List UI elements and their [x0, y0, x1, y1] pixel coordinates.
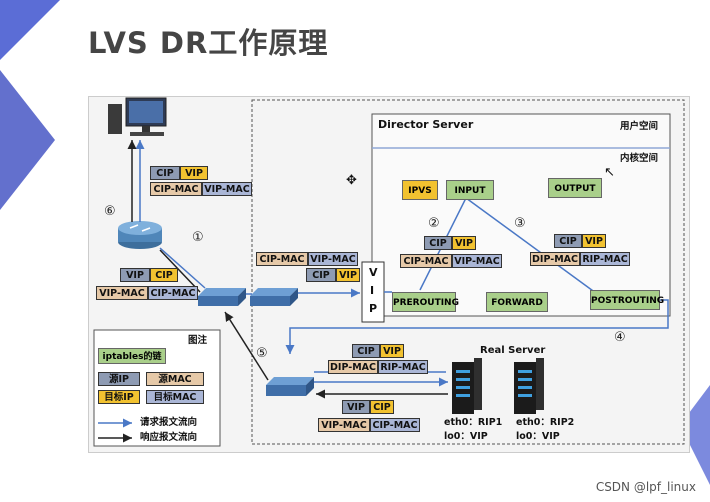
pkt-src-mac: DIP-MAC — [328, 360, 378, 374]
vip-letter-i: I — [370, 284, 375, 297]
page-title: LVS DR工作原理 — [88, 26, 329, 60]
watermark: CSDN @lpf_linux — [595, 480, 696, 494]
vip-letter-v: V — [369, 266, 378, 279]
pkt-dst-ip: VIP — [180, 166, 208, 180]
pkt-src-mac: VIP-MAC — [96, 286, 148, 300]
director-server-box — [371, 113, 671, 317]
legend-chain: iptables的链 — [98, 348, 166, 364]
step-1: ① — [192, 230, 204, 245]
router-icon — [118, 221, 162, 249]
pkt-src-mac: CIP-MAC — [400, 254, 452, 268]
rs2-lo0: lo0：VIP — [516, 431, 560, 442]
client-computer-icon — [108, 97, 167, 136]
pkt-dst-mac: CIP-MAC — [148, 286, 198, 300]
decor-corner-top-left — [0, 0, 60, 60]
real-server-2-icon — [514, 358, 544, 414]
legend-src-mac: 源MAC — [146, 372, 204, 386]
legend-dst-mac: 目标MAC — [146, 390, 204, 404]
lan-boundary — [251, 99, 685, 445]
pkt-dst-ip: VIP — [582, 234, 606, 248]
move-cursor-icon: ✥ — [346, 173, 357, 188]
pkt-dst-mac: VIP-MAC — [452, 254, 502, 268]
step-2: ② — [428, 216, 440, 231]
decor-corner-left — [0, 70, 55, 210]
pkt-src-mac: CIP-MAC — [256, 252, 308, 266]
director-server-label: Director Server — [378, 118, 474, 131]
pkt-dst-ip: VIP — [452, 236, 476, 250]
pkt-dst-mac: RIP-MAC — [378, 360, 428, 374]
pkt-dst-ip: VIP — [380, 344, 404, 358]
pkt-src-ip: VIP — [120, 268, 150, 282]
pkt-dst-mac: VIP-MAC — [308, 252, 358, 266]
chain-prerouting: PREROUTING — [392, 292, 459, 312]
pkt-src-ip: CIP — [150, 166, 180, 180]
chain-ipvs: IPVS — [402, 180, 438, 200]
router-to-switch-line — [159, 247, 206, 289]
legend-request: 请求报文流向 — [140, 417, 198, 428]
rs1-eth0: eth0：RIP1 — [444, 417, 503, 428]
chain-postrouting: POSTROUTING — [590, 290, 664, 310]
pkt-dst-ip: CIP — [370, 400, 394, 414]
pkt-src-ip: CIP — [424, 236, 452, 250]
pkt-src-ip: VIP — [342, 400, 370, 414]
legend-title: 图注 — [188, 335, 208, 346]
legend-response: 响应报文流向 — [140, 432, 198, 443]
user-space-label: 用户空间 — [620, 121, 659, 132]
switch-icon-left — [198, 288, 246, 306]
real-server-1-icon — [452, 358, 482, 414]
kernel-space-label: 内核空间 — [620, 153, 659, 164]
chain-output: OUTPUT — [548, 178, 602, 198]
step-4: ④ — [614, 330, 626, 345]
pkt-src-mac: CIP-MAC — [150, 182, 202, 196]
pkt-dst-mac: RIP-MAC — [580, 252, 630, 266]
legend-dst-ip: 目标IP — [98, 390, 140, 404]
switch-icon-right — [250, 288, 298, 306]
pkt-dst-mac: VIP-MAC — [202, 182, 252, 196]
pkt-src-ip: CIP — [554, 234, 582, 248]
pkt-src-mac: VIP-MAC — [318, 418, 370, 432]
rs1-lo0: lo0：VIP — [444, 431, 488, 442]
legend-src-ip: 源IP — [98, 372, 140, 386]
pkt-dst-mac: CIP-MAC — [370, 418, 420, 432]
switch-icon-bottom — [266, 377, 314, 396]
pkt-dst-ip: VIP — [336, 268, 360, 282]
vip-letter-p: P — [369, 302, 378, 315]
rs2-eth0: eth0：RIP2 — [516, 417, 575, 428]
chain-input: INPUT — [446, 180, 494, 200]
pkt-src-ip: CIP — [306, 268, 336, 282]
step-5: ⑤ — [256, 346, 268, 361]
pkt-dst-ip: CIP — [150, 268, 178, 282]
pointer-cursor-icon: ↖ — [604, 165, 615, 180]
step-6: ⑥ — [104, 204, 116, 219]
real-server-label: Real Server — [480, 345, 546, 356]
pkt-src-mac: DIP-MAC — [530, 252, 580, 266]
step-3: ③ — [514, 216, 526, 231]
pkt-src-ip: CIP — [352, 344, 380, 358]
chain-forward: FORWARD — [486, 292, 548, 312]
